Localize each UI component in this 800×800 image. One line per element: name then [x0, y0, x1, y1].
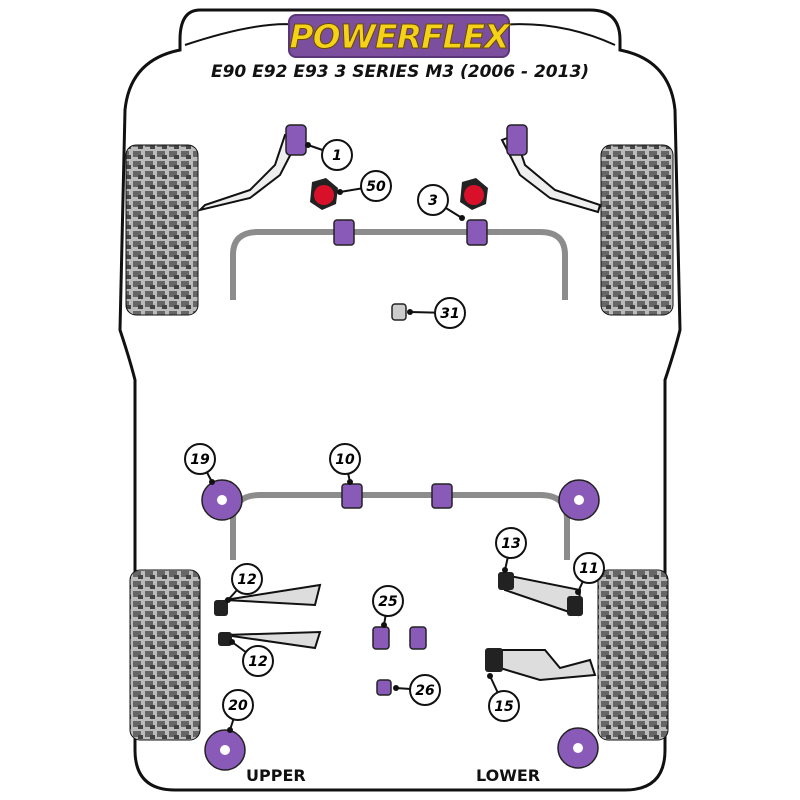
arrow-head-icon — [229, 639, 235, 645]
callout-number: 19 — [190, 452, 210, 468]
arrow-head-icon — [305, 142, 311, 148]
callout-circle — [222, 689, 254, 721]
callout-1: 1 — [305, 139, 353, 171]
arrow-head-icon — [337, 189, 343, 195]
callout-number: 12 — [248, 654, 267, 670]
callout-number: 15 — [494, 699, 514, 715]
callout-number: 1 — [332, 148, 342, 164]
callout-12: 12 — [229, 639, 274, 677]
callout-11: 11 — [573, 552, 605, 595]
label-upper: UPPER — [246, 766, 306, 785]
callout-circle — [372, 585, 404, 617]
callout-circle — [417, 184, 449, 216]
wheel-front-right — [600, 144, 674, 316]
arrow-head-icon — [407, 309, 413, 315]
wheel-rear-right — [597, 569, 669, 741]
callout-number: 10 — [335, 452, 355, 468]
callout-50: 50 — [337, 170, 392, 202]
callout-number: 13 — [501, 536, 520, 552]
arrow-head-icon — [393, 685, 399, 691]
callout-number: 26 — [415, 683, 435, 699]
callout-circle — [488, 690, 520, 722]
wheel-front-left — [125, 144, 199, 316]
car-body-outline — [118, 8, 682, 792]
callout-26: 26 — [393, 674, 441, 706]
arrow-head-icon — [209, 479, 215, 485]
arrow-head-icon — [487, 673, 493, 679]
callout-15: 15 — [487, 673, 520, 722]
callout-10: 10 — [329, 443, 361, 485]
callout-number: 12 — [237, 572, 256, 588]
front-anti-roll-bar — [230, 229, 568, 300]
wheel-rear-left — [129, 569, 201, 741]
arrow-head-icon — [502, 567, 508, 573]
callout-13: 13 — [495, 527, 527, 573]
callout-number: 3 — [428, 193, 438, 209]
arrow-head-icon — [347, 479, 353, 485]
callout-circle — [242, 645, 274, 677]
logo-text: POWERFLEX — [289, 16, 510, 56]
callout-circle — [184, 443, 216, 475]
callout-circle — [231, 563, 263, 595]
top-mounts — [310, 178, 488, 210]
arrow-head-icon — [381, 622, 387, 628]
callout-19: 19 — [184, 443, 216, 485]
label-lower: LOWER — [476, 766, 541, 785]
arrow-head-icon — [575, 589, 581, 595]
arrow-head-icon — [225, 597, 231, 603]
callout-circle — [409, 674, 441, 706]
callout-circle — [573, 552, 605, 584]
callout-number: 20 — [228, 698, 248, 714]
arrow-head-icon — [227, 727, 233, 733]
arrow-head-icon — [459, 215, 465, 221]
callout-12: 12 — [225, 563, 263, 603]
callout-circle — [360, 170, 392, 202]
callout-number: 50 — [366, 179, 386, 195]
callout-31: 31 — [407, 297, 466, 329]
wheels — [125, 144, 674, 741]
callout-circle — [329, 443, 361, 475]
page-title: E90 E92 E93 3 SERIES M3 (2006 - 2013) — [210, 62, 590, 82]
callout-circle — [495, 527, 527, 559]
callout-20: 20 — [222, 689, 254, 733]
callout-number: 11 — [579, 561, 598, 577]
callout-circle — [321, 139, 353, 171]
callout-25: 25 — [372, 585, 404, 628]
powerflex-logo: POWERFLEX — [288, 14, 510, 58]
callout-3: 3 — [417, 184, 465, 221]
callout-circle — [434, 297, 466, 329]
callout-number: 31 — [440, 306, 459, 322]
callout-number: 25 — [378, 594, 398, 610]
